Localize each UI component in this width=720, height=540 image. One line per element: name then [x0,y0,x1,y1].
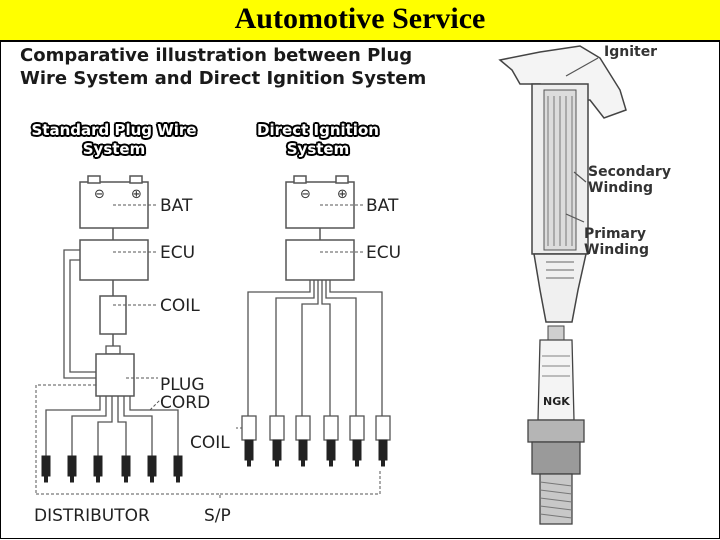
sp-label: S/P [204,506,231,526]
standard-label-line1: Standard Plug Wire [31,121,197,139]
svg-text:⊖: ⊖ [94,187,105,202]
svg-text:⊕: ⊕ [337,187,348,202]
plug-cord-label: PLUG CORD [160,376,210,412]
standard-bat-label: BAT [160,196,193,216]
plug-cord-line2: CORD [160,393,211,413]
svg-text:⊖: ⊖ [300,187,311,202]
direct-system-label: Direct Ignition System [240,121,396,159]
title-banner: Automotive Service [0,0,720,42]
igniter-label: Igniter [604,44,658,60]
standard-label-line2: System [82,140,146,158]
plug-cord-line1: PLUG [160,375,205,395]
direct-ecu-box [285,239,355,281]
standard-ecu-label: ECU [160,243,196,263]
direct-coil-label: COIL [190,433,230,453]
distributor-label: DISTRIBUTOR [34,506,150,526]
primary-winding-label: Primary Winding [584,226,649,258]
ngk-spark-plug [527,325,585,525]
primary-line1: Primary [584,226,647,242]
direct-label-line1: Direct Ignition [257,121,379,139]
standard-system-label: Standard Plug Wire System [20,121,208,159]
direct-coils [241,415,391,441]
distributor-box [95,353,135,397]
direct-bat-label: BAT [366,196,399,216]
standard-spark-plugs [41,455,183,483]
svg-text:⊕: ⊕ [131,187,142,202]
diagram-title-line2: Wire System and Direct Ignition System [20,68,427,89]
diagram-title-line1: Comparative illustration between Plug [20,45,413,66]
standard-battery [79,175,149,229]
direct-battery [285,175,355,229]
secondary-line1: Secondary [588,164,671,180]
direct-spark-plugs [244,439,388,467]
ngk-brand-label: NGK [543,395,570,408]
direct-ecu-label: ECU [366,243,402,263]
direct-label-line2: System [286,140,350,158]
diagram-title: Comparative illustration between Plug Wi… [20,44,440,90]
coil-on-plug-illustration [498,45,627,323]
standard-coil-label: COIL [160,296,200,316]
secondary-line2: Winding [588,180,654,196]
slide-title: Automotive Service [234,2,486,35]
secondary-winding-label: Secondary Winding [588,164,671,196]
standard-coil-box [99,295,127,335]
standard-ecu-box [79,239,149,281]
primary-line2: Winding [584,242,650,258]
